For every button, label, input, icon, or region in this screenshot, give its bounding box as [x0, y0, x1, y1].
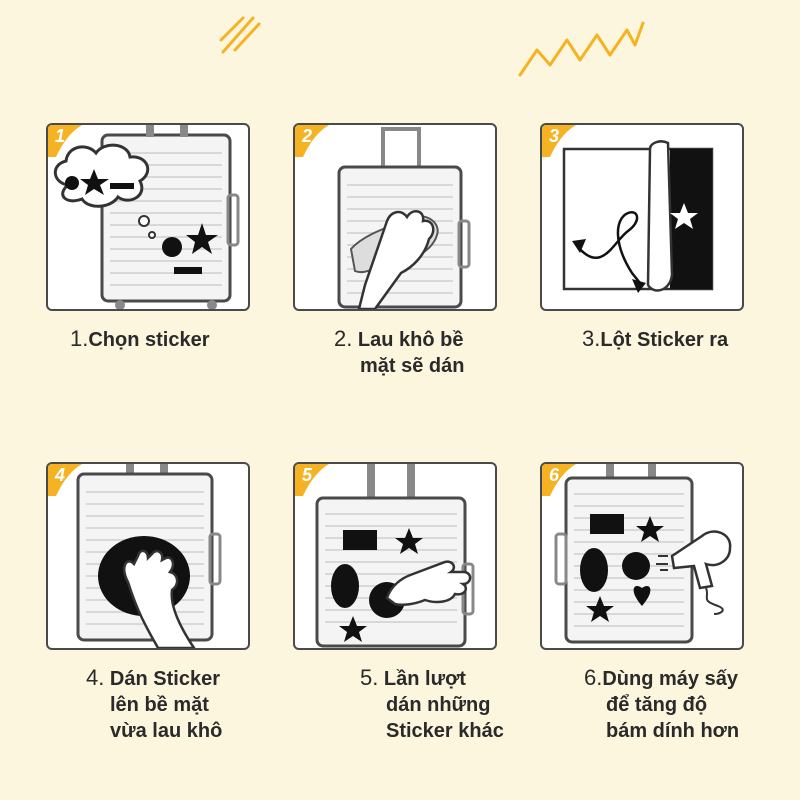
step-caption-text: dán những — [386, 694, 491, 716]
step-badge-icon — [48, 125, 83, 157]
step-number: 6 — [549, 465, 560, 485]
step-card-2: 2 — [293, 123, 497, 311]
step-caption-number: 6. — [584, 665, 603, 690]
spark-doodle-icon — [219, 16, 261, 54]
step-caption-text: Lột Sticker ra — [600, 329, 729, 351]
step-badge-icon — [48, 464, 83, 496]
step-card-5: 5 — [293, 462, 497, 650]
step-caption-number: 2. — [334, 326, 353, 351]
step-caption-text: Lau khô bề — [357, 329, 464, 351]
step-caption-text: vừa lau khô — [110, 720, 223, 742]
step-caption-text: mặt sẽ dán — [360, 355, 465, 377]
step-badge-icon — [295, 464, 330, 496]
step-card-4: 4 — [46, 462, 250, 650]
step-caption-number: 5. — [360, 665, 379, 690]
step-caption-3: 3.Lột Sticker ra — [582, 326, 728, 353]
step-caption-6: 6.Dùng máy sấy để tăng độ bám dính hơn — [584, 665, 739, 744]
step-caption-1: 1.Chọn sticker — [70, 326, 210, 353]
step-caption-number: 1. — [70, 326, 89, 351]
step-caption-5: 5. Lần lượt dán những Sticker khác — [360, 665, 504, 744]
step-badge-icon — [295, 125, 330, 157]
step-caption-text: Chọn sticker — [88, 329, 210, 351]
step-number: 5 — [302, 465, 313, 485]
step-caption-number: 3. — [582, 326, 601, 351]
step-caption-4: 4. Dán Sticker lên bề mặt vừa lau khô — [86, 665, 222, 744]
step-badge-icon — [542, 125, 577, 157]
zigzag-doodle-icon — [518, 21, 645, 77]
hair-dryer-icon — [554, 464, 732, 644]
step-number: 3 — [549, 126, 560, 146]
step-caption-text: Lần lượt — [383, 668, 466, 690]
wipe-cloth-icon — [337, 127, 471, 309]
step-caption-text: Dùng máy sấy — [602, 668, 738, 690]
thought-cloud-suitcase-icon — [53, 125, 240, 309]
step-caption-text: bám dính hơn — [606, 720, 740, 742]
step-caption-number: 4. — [86, 665, 105, 690]
step-number: 1 — [55, 126, 66, 146]
step-card-6: 6 — [540, 462, 744, 650]
step-card-1: 1 — [46, 123, 250, 311]
step-number: 4 — [55, 465, 66, 485]
peel-sticker-icon — [562, 140, 714, 293]
step-badge-icon — [542, 464, 577, 496]
step-caption-text: Sticker khác — [386, 720, 504, 742]
step-caption-text: để tăng độ — [606, 694, 708, 716]
apply-sticker-icon — [76, 464, 222, 648]
step-caption-text: Dán Sticker — [109, 668, 220, 690]
step-caption-2: 2. Lau khô bề mặt sẽ dán — [334, 326, 464, 379]
step-number: 2 — [302, 126, 313, 146]
step-card-3: 3 — [540, 123, 744, 311]
apply-more-stickers-icon — [315, 464, 475, 648]
step-caption-text: lên bề mặt — [110, 694, 209, 716]
